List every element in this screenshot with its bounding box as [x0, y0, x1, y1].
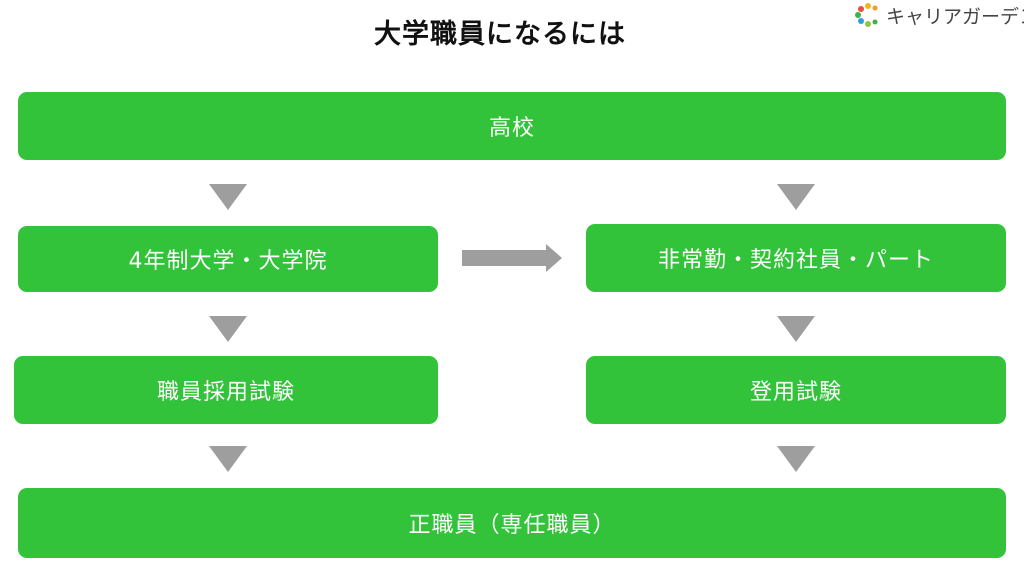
university-box: 4年制大学・大学院: [18, 226, 438, 292]
arrow-down-icon: [209, 184, 247, 210]
logo: キャリアガーデン: [854, 2, 1024, 28]
staff-exam-box: 職員採用試験: [14, 356, 438, 424]
arrow-down-icon: [209, 316, 247, 342]
arrow-right-icon: [462, 244, 562, 272]
part-time-box: 非常勤・契約社員・パート: [586, 224, 1006, 292]
arrow-down-icon: [209, 446, 247, 472]
full-time-staff-box: 正職員（専任職員）: [18, 488, 1006, 558]
high-school-box: 高校: [18, 92, 1006, 160]
arrow-down-icon: [777, 184, 815, 210]
arrow-down-icon: [777, 316, 815, 342]
logo-text: キャリアガーデン: [886, 5, 1024, 28]
page-title: 大学職員になるには: [374, 19, 626, 50]
logo-mark-icon: [855, 3, 878, 27]
arrow-down-icon: [777, 446, 815, 472]
promotion-exam-box: 登用試験: [586, 356, 1006, 424]
